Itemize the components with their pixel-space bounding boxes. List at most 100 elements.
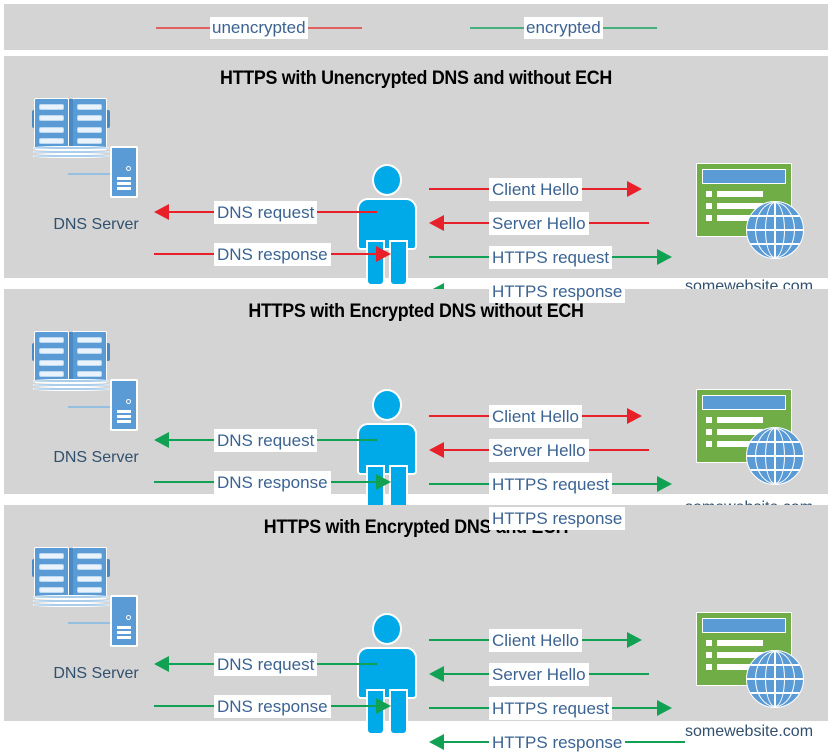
flow-client-hello: Client Hello	[429, 404, 642, 428]
content-row	[706, 441, 786, 447]
person-head	[372, 613, 402, 645]
book-text-line	[39, 564, 64, 571]
flow-label: DNS request	[214, 428, 318, 452]
flow-dns-request: DNS request	[154, 200, 378, 224]
website-label: somewebsite.com	[684, 723, 814, 740]
book-spine	[69, 332, 73, 382]
flow-line	[612, 256, 658, 258]
book-page-edge	[33, 595, 109, 599]
book-page-right	[72, 547, 107, 599]
flow-https-response: HTTPS response	[429, 279, 686, 303]
flow-line	[581, 415, 627, 417]
flow-label: HTTPS request	[489, 472, 613, 496]
globe-icon	[746, 650, 804, 708]
server-slot	[117, 415, 131, 418]
book-text-line	[39, 586, 64, 593]
legend-label-encrypted: encrypted	[524, 17, 603, 39]
diagram-panel-2: HTTPS with Encrypted DNS without ECH DNS…	[4, 289, 828, 530]
dns-server-label: DNS Server	[53, 449, 139, 466]
website-icon	[684, 610, 814, 720]
book-text-line	[39, 104, 64, 110]
flow-dns-request: DNS request	[154, 652, 378, 676]
legend-panel: unencrypted encrypted	[4, 4, 828, 50]
book-spine	[69, 548, 73, 598]
flow-label: HTTPS request	[489, 245, 613, 269]
book-text-line	[77, 348, 102, 355]
connector-line	[68, 406, 112, 408]
open-book-icon	[32, 329, 110, 391]
browser-content-rows	[702, 191, 786, 221]
line-segment-icon	[602, 27, 657, 29]
book-page-edge	[33, 379, 109, 383]
flow-label: Client Hello	[489, 628, 582, 652]
book-text-line	[77, 586, 102, 593]
content-line	[717, 417, 763, 423]
book-text-line	[77, 370, 102, 377]
website-icon	[684, 161, 814, 271]
book-page-edge	[33, 383, 109, 387]
flow-line	[154, 253, 214, 255]
book-page-left	[34, 331, 69, 383]
book-text-line	[77, 575, 102, 582]
flow-line	[429, 256, 489, 258]
flow-line	[169, 439, 214, 441]
book-page-edge	[33, 603, 109, 607]
flow-label: Server Hello	[489, 438, 589, 462]
book-text-line	[39, 553, 64, 559]
flow-line	[154, 705, 214, 707]
flow-line	[588, 222, 649, 224]
flow-dns-response: DNS response	[154, 694, 391, 718]
book-text-line	[77, 564, 102, 571]
flow-line	[625, 741, 686, 743]
flow-line	[612, 483, 658, 485]
bullet-icon	[706, 429, 712, 435]
server-slot	[117, 420, 131, 423]
flow-line	[330, 705, 376, 707]
book-spine	[69, 99, 73, 149]
flow-https-request: HTTPS request	[429, 696, 673, 720]
flow-label: Client Hello	[489, 177, 582, 201]
server-slot	[117, 182, 131, 185]
arrowhead-left-icon	[154, 432, 169, 448]
book-text-line	[39, 359, 64, 366]
browser-title-bar	[702, 618, 786, 633]
flow-https-request: HTTPS request	[429, 245, 673, 269]
book-tab-right	[105, 343, 110, 361]
line-segment-icon	[307, 27, 362, 29]
arrowhead-right-icon	[375, 246, 391, 262]
flow-label: DNS response	[214, 694, 331, 718]
book-page-right	[72, 98, 107, 150]
dns-icon	[32, 545, 162, 655]
content-line	[717, 652, 763, 658]
flow-dns-response: DNS response	[154, 242, 391, 266]
legend-item-unencrypted: unencrypted	[156, 17, 362, 39]
arrowhead-right-icon	[657, 249, 673, 265]
server-tower-icon	[110, 146, 138, 198]
flow-line	[444, 741, 489, 743]
flow-line	[154, 481, 214, 483]
flow-server-hello: Server Hello	[429, 438, 649, 462]
flow-line	[581, 188, 627, 190]
content-line	[717, 191, 763, 197]
book-text-line	[77, 137, 102, 144]
flow-label: HTTPS request	[489, 696, 613, 720]
content-line	[717, 664, 763, 670]
flow-label: DNS response	[214, 242, 331, 266]
open-book-icon	[32, 96, 110, 158]
content-row	[706, 191, 786, 197]
flow-label: Server Hello	[489, 211, 589, 235]
flow-line	[444, 449, 489, 451]
arrowhead-right-icon	[375, 474, 391, 490]
bullet-icon	[706, 417, 712, 423]
flow-line	[169, 211, 214, 213]
user-person-icon	[352, 389, 422, 511]
server-slot	[117, 636, 131, 639]
content-line	[717, 429, 763, 435]
flow-line	[581, 639, 627, 641]
content-line	[717, 441, 763, 447]
flow-label: DNS request	[214, 652, 318, 676]
legend-item-encrypted: encrypted	[470, 17, 657, 39]
server-slot	[117, 187, 131, 190]
dns-server-label: DNS Server	[53, 216, 139, 233]
bullet-icon	[706, 203, 712, 209]
